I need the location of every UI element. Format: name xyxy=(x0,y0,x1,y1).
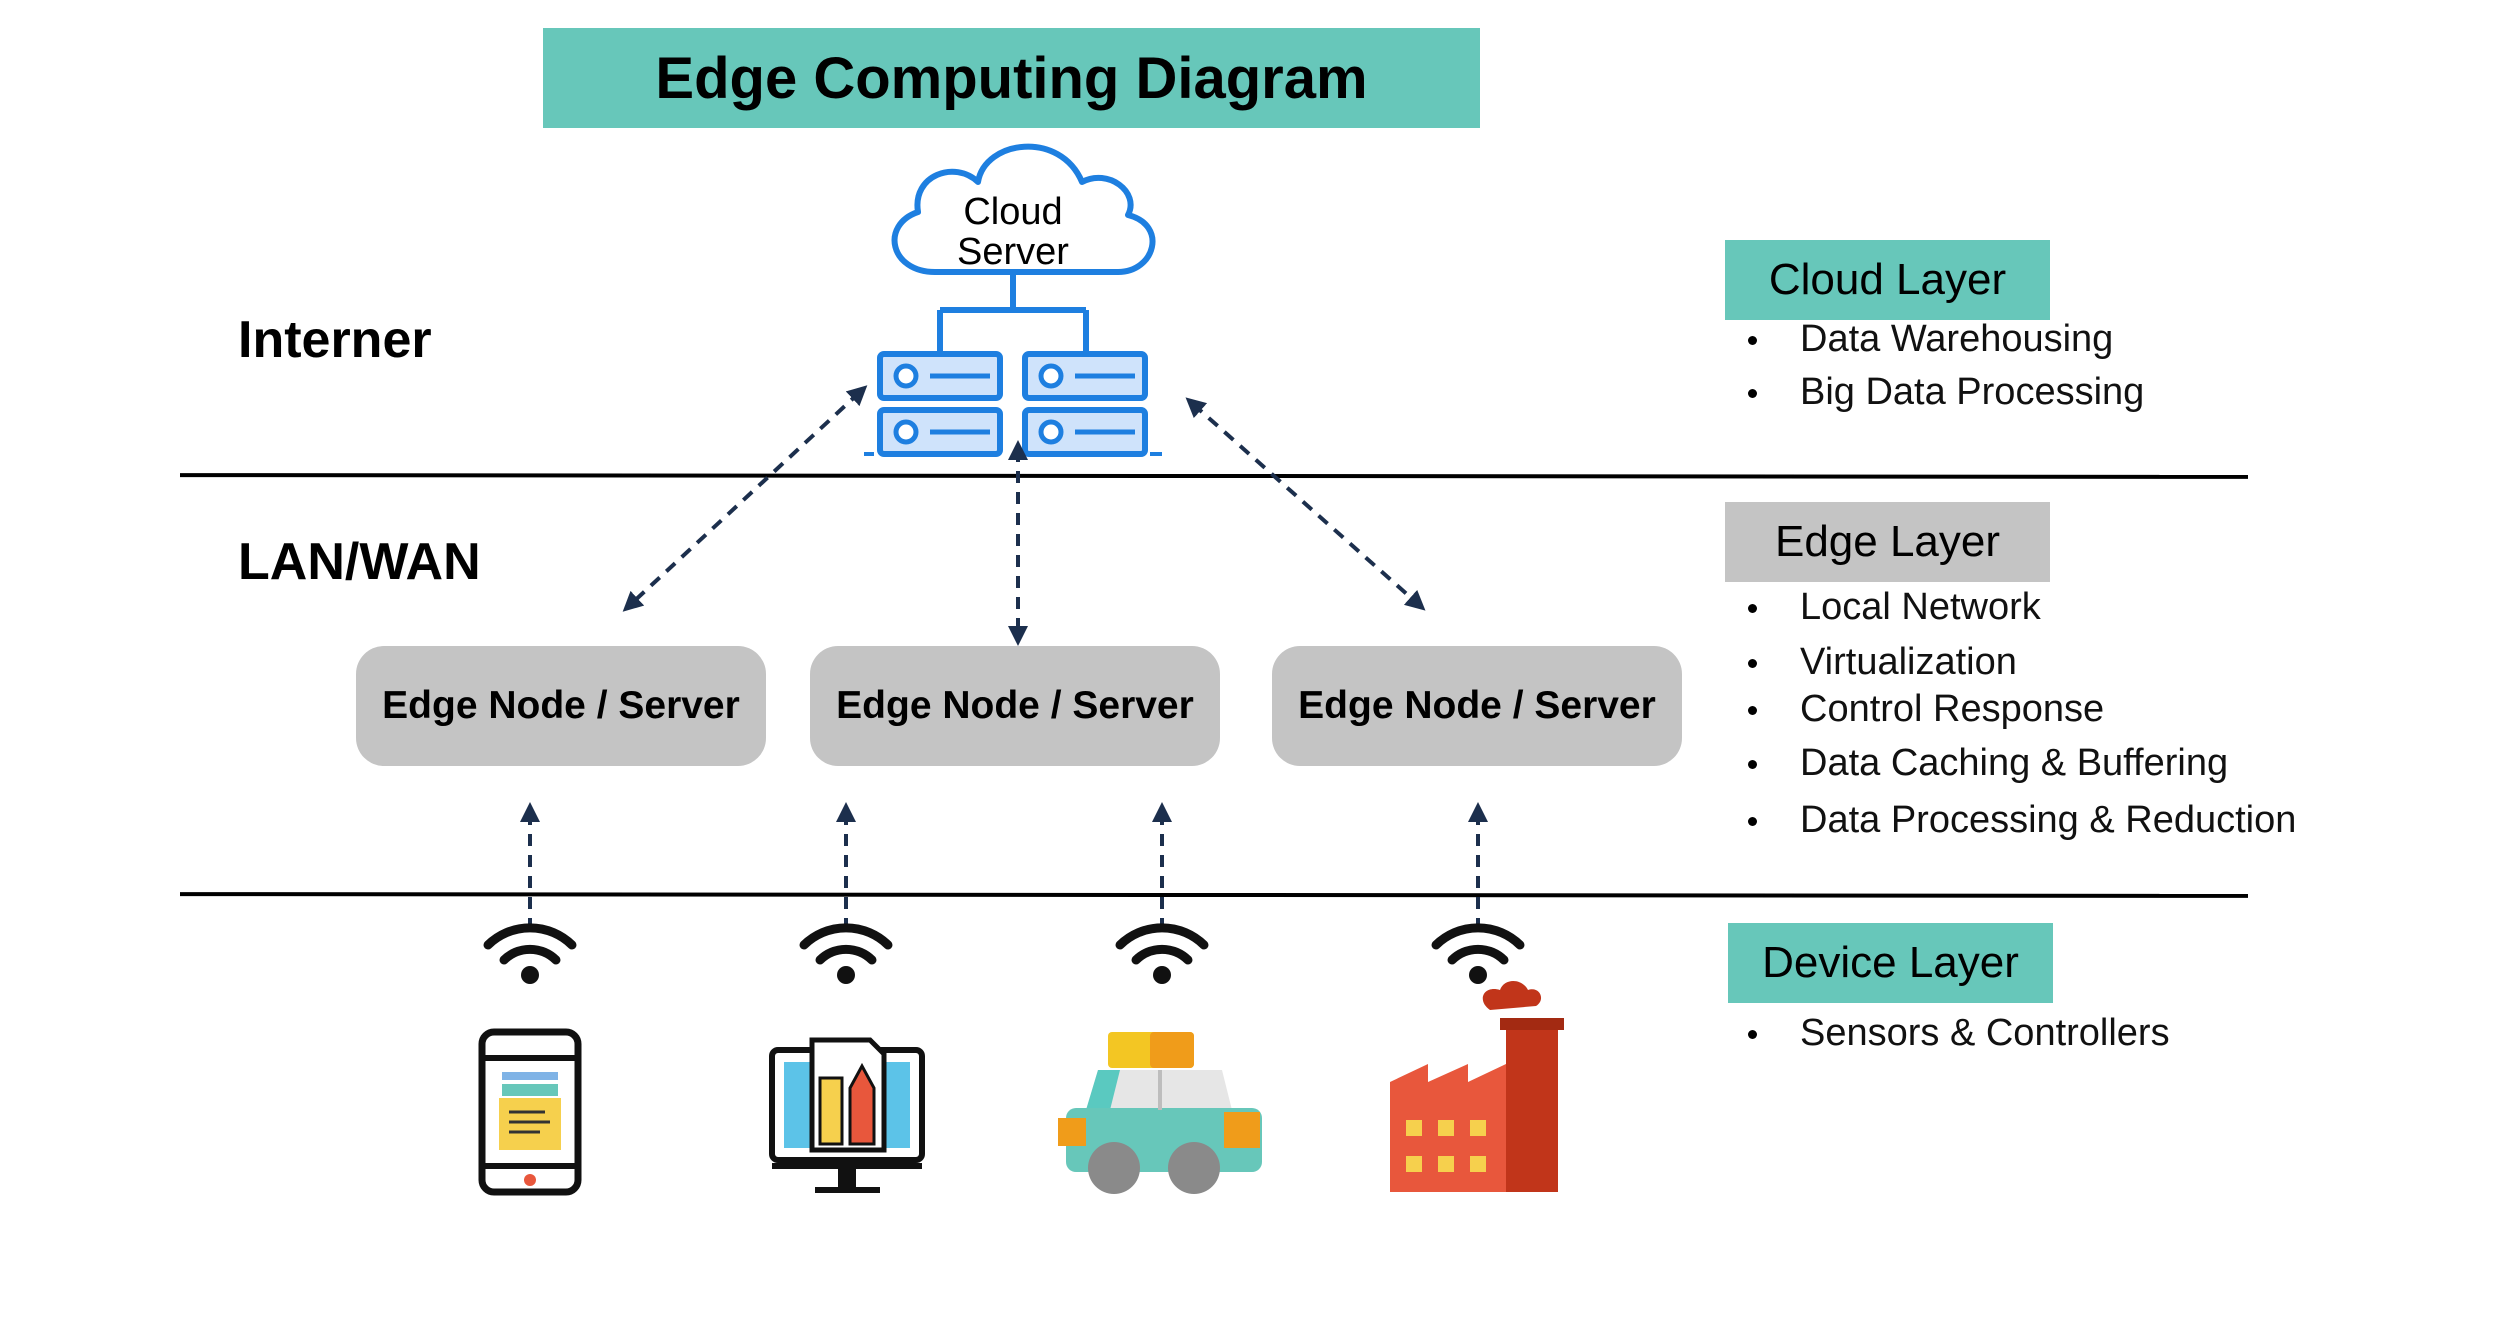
edge-node-1: Edge Node / Server xyxy=(356,646,766,766)
device-layer-heading: Device Layer xyxy=(1728,923,2053,1003)
zone-label-lan-wan: LAN/WAN xyxy=(238,533,481,591)
list-item: Data Warehousing xyxy=(1738,318,2113,361)
list-item: Virtualization xyxy=(1738,641,2017,684)
zone-label-internet: Interner xyxy=(238,311,432,369)
cloud-layer-heading: Cloud Layer xyxy=(1725,240,2050,320)
cloud-icon: Cloud Server xyxy=(891,143,1156,275)
factory-icon xyxy=(1390,981,1564,1192)
edge-node-3: Edge Node / Server xyxy=(1272,646,1682,766)
smartphone-icon xyxy=(478,1028,582,1196)
car-icon xyxy=(1058,1032,1262,1194)
list-item: Control Response xyxy=(1738,688,2104,731)
list-item: Big Data Processing xyxy=(1738,371,2144,414)
list-item: Local Network xyxy=(1738,586,2041,629)
cloud-label-line2: Server xyxy=(957,231,1069,273)
cloud-label-line1: Cloud xyxy=(963,191,1062,233)
server-rack-icon xyxy=(864,351,1162,457)
diagram-title: Edge Computing Diagram xyxy=(543,28,1480,128)
wifi-icon-2 xyxy=(799,923,893,984)
wifi-icon-3 xyxy=(1115,923,1209,984)
design-monitor-icon xyxy=(769,1037,925,1193)
arrow-cloud-edge-left xyxy=(622,385,868,612)
list-item: Sensors & Controllers xyxy=(1738,1012,2170,1055)
list-item: Data Processing & Reduction xyxy=(1738,799,2296,842)
wifi-icon-1 xyxy=(483,923,577,984)
wifi-icon-4 xyxy=(1431,923,1525,984)
arrow-cloud-edge-right xyxy=(1185,397,1426,611)
edge-layer-heading: Edge Layer xyxy=(1725,502,2050,582)
list-item: Data Caching & Buffering xyxy=(1738,742,2228,785)
server-connector-icon xyxy=(937,272,1089,354)
edge-node-2: Edge Node / Server xyxy=(810,646,1220,766)
